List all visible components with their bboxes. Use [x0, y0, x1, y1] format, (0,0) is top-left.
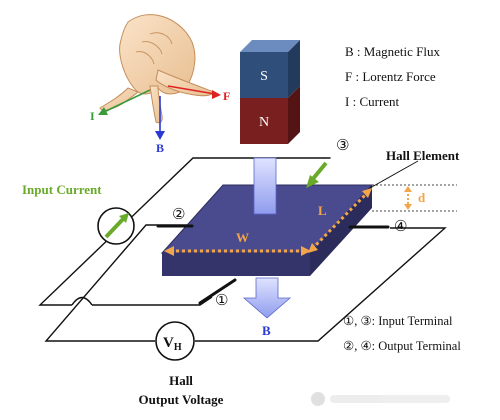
hand-force-arrow — [167, 85, 221, 99]
magnet-north-pole — [240, 98, 288, 144]
terminal-note-input: ①, ③: Input Terminal — [343, 314, 453, 328]
voltmeter-symbol: V — [163, 335, 174, 351]
hall-element-label: Hall Element — [386, 148, 460, 163]
hand-current-arrow — [98, 89, 151, 115]
legend-lorentz-force: F : Lorentz Force — [345, 69, 436, 84]
hall-element-pointer — [369, 160, 419, 189]
terminal-4-label: ④ — [394, 217, 407, 235]
output-loop-wire-right — [195, 227, 447, 342]
legend-current: I : Current — [345, 94, 400, 109]
hand-middle-finger — [149, 85, 163, 124]
hand-axis-i-label: I — [90, 109, 95, 123]
plate-side-face — [310, 185, 372, 276]
hand-axis-b-label: B — [156, 141, 164, 155]
hand-axis-f-label: F — [223, 89, 230, 103]
terminal-1-contact — [198, 278, 237, 305]
terminal-1-label: ① — [215, 291, 228, 309]
input-current-meter — [97, 207, 135, 245]
hand-flux-arrow — [155, 96, 165, 140]
permanent-magnet — [240, 40, 300, 144]
dimension-arrowheads — [164, 188, 372, 256]
width-label: W — [236, 230, 249, 245]
flux-arrow-upper — [253, 157, 277, 215]
length-label: L — [318, 203, 327, 218]
terminal-3-label: ③ — [336, 136, 349, 154]
voltmeter-label: VH — [163, 335, 182, 353]
voltmeter-subscript: H — [174, 342, 182, 353]
magnet-south-label: S — [260, 69, 268, 84]
magnet-north-label: N — [259, 115, 269, 130]
terminal-2-label: ② — [172, 205, 185, 223]
thickness-dimension — [372, 184, 457, 212]
flux-arrow-lower — [242, 277, 292, 319]
hall-output-label-line2: Output Voltage — [139, 392, 224, 407]
terminal-note-output: ②, ④: Output Terminal — [343, 339, 461, 353]
fleming-hand — [99, 14, 215, 124]
magnet-top-face — [240, 40, 300, 52]
terminal-contacts — [156, 157, 390, 305]
output-voltmeter — [155, 321, 195, 361]
hall-element-plate — [160, 184, 374, 276]
length-dimension — [310, 190, 370, 251]
plate-front-face — [162, 253, 310, 276]
watermark-logo — [311, 392, 450, 406]
thickness-label: d — [418, 190, 426, 205]
input-loop-wire-bottom — [92, 296, 213, 306]
wire-crossover-hop — [71, 296, 93, 306]
dimension-lines — [170, 190, 370, 253]
magnet-south-pole — [240, 52, 288, 98]
input-current-label: Input Current — [22, 182, 102, 197]
hall-output-label-line1: Hall — [169, 373, 193, 388]
hand-thumb — [155, 69, 215, 97]
legend-magnetic-flux: B : Magnetic Flux — [345, 44, 440, 59]
current-entry-arrow — [306, 161, 328, 188]
field-below-label: B — [262, 323, 271, 338]
